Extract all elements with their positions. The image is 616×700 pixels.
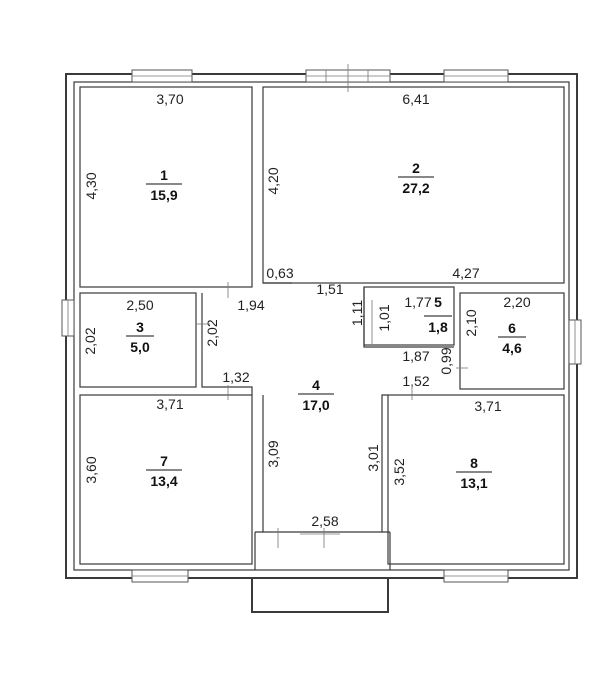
dim-1-94: 1,94 <box>237 297 264 313</box>
room-4-number: 4 <box>312 377 320 393</box>
room-5-dim-top: 1,77 <box>404 294 431 310</box>
room-5-number: 5 <box>434 294 442 310</box>
dim-1-51: 1,51 <box>316 281 343 297</box>
dim-0-99: 0,99 <box>438 347 454 374</box>
room-6-dim-side: 2,10 <box>463 309 479 336</box>
dim-0-63: 0,63 <box>266 265 293 281</box>
room-3-number: 3 <box>136 319 144 335</box>
room-6-area: 4,6 <box>502 340 522 356</box>
room-2-number: 2 <box>412 160 420 176</box>
room-1-number: 1 <box>160 167 168 183</box>
room-8-dim-side: 3,52 <box>391 458 407 485</box>
room-3-dim-top: 2,50 <box>126 297 153 313</box>
dim-2-02-corridor: 2,02 <box>204 319 220 346</box>
room-8-number: 8 <box>470 455 478 471</box>
room-2-dim-side: 4,20 <box>265 167 281 194</box>
room-8-area: 13,1 <box>460 475 487 491</box>
room-8-dim-top: 3,71 <box>474 398 501 414</box>
room-7-area: 13,4 <box>150 473 177 489</box>
dim-3-01: 3,01 <box>365 444 381 471</box>
room-3-dim-side: 2,02 <box>82 327 98 354</box>
room-7-dim-top: 3,71 <box>156 396 183 412</box>
room-1-dim-side: 4,30 <box>83 172 99 199</box>
room-5-dim-side: 1,01 <box>376 304 392 331</box>
room-1-dim-top: 3,70 <box>156 91 183 107</box>
room-1-area: 15,9 <box>150 187 177 203</box>
room-7-number: 7 <box>160 453 168 469</box>
room-2-dim-top: 6,41 <box>402 91 429 107</box>
windows <box>61 64 582 583</box>
dim-3-09: 3,09 <box>265 440 281 467</box>
room-4-area: 17,0 <box>302 397 329 413</box>
room-6-dim-top: 2,20 <box>503 294 530 310</box>
dim-1-87: 1,87 <box>402 348 429 364</box>
room-3-area: 5,0 <box>130 339 150 355</box>
dim-1-52: 1,52 <box>402 373 429 389</box>
interior-walls <box>79 86 565 570</box>
dim-1-11: 1,11 <box>349 300 365 326</box>
room-6-number: 6 <box>508 320 516 336</box>
dim-2-58: 2,58 <box>311 513 338 529</box>
room-7-dim-side: 3,60 <box>83 456 99 483</box>
room-2-area: 27,2 <box>402 180 429 196</box>
dim-1-32: 1,32 <box>222 369 249 385</box>
dim-4-27: 4,27 <box>452 265 479 281</box>
room-5-area: 1,8 <box>428 319 448 335</box>
door-marks <box>196 282 468 400</box>
